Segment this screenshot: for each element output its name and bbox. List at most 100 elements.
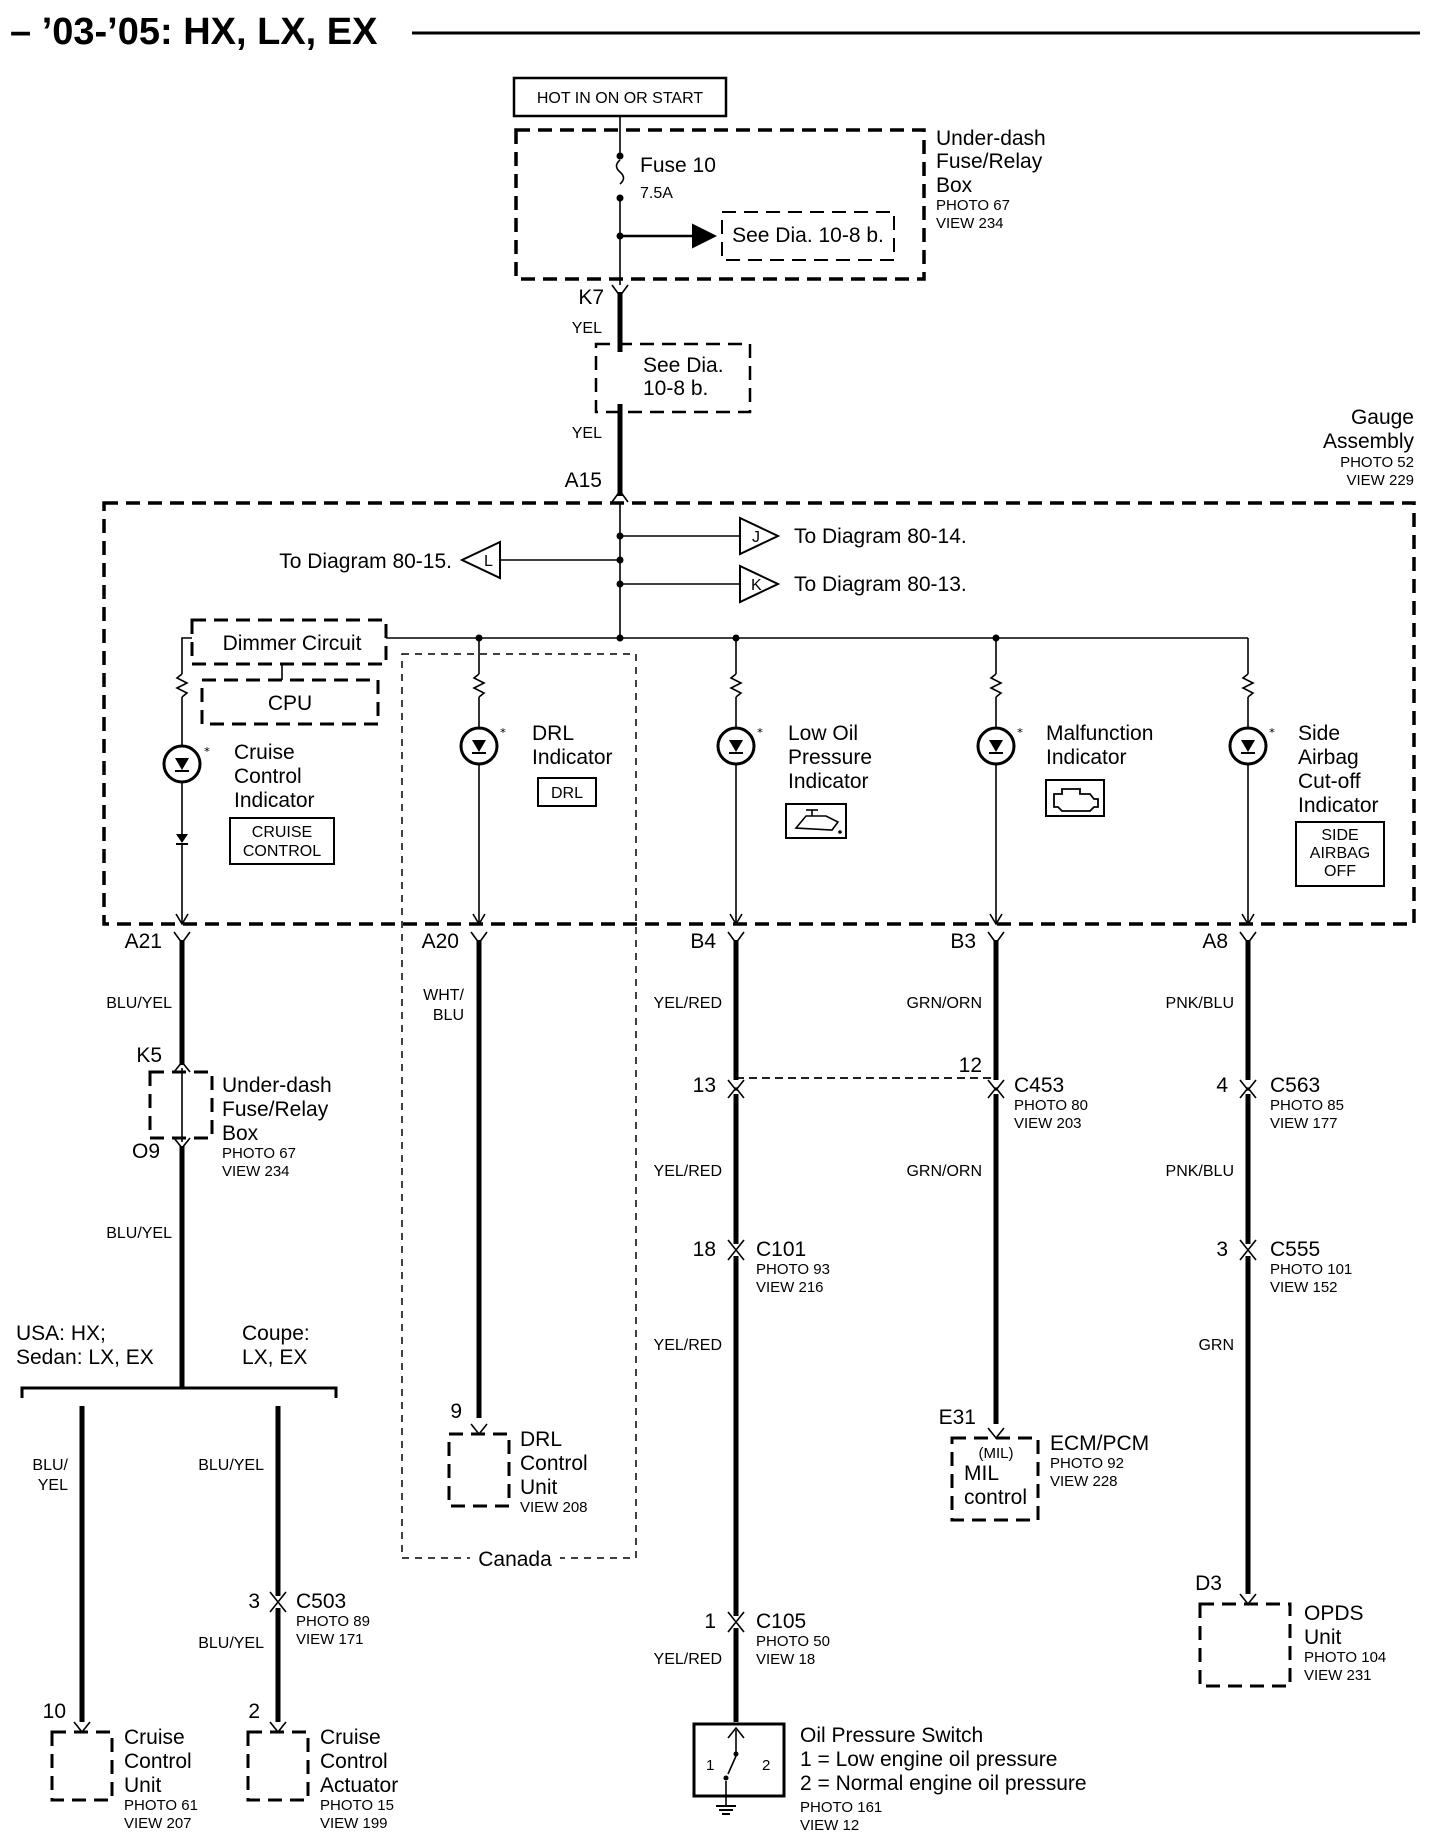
cca-name-1: Cruise [320,1726,381,1749]
svg-text:⁎: ⁎ [1269,722,1275,736]
c563-view: VIEW 177 [1270,1115,1338,1132]
c453-connector-oil [727,1079,745,1099]
oil-indicator-circuit: ⁎ [716,638,763,926]
c101-label: C101 [756,1238,806,1261]
yel-bottom: YEL [572,425,602,442]
c105-photo: PHOTO 50 [756,1633,830,1650]
c503-view: VIEW 171 [296,1631,364,1648]
svg-text:⁎: ⁎ [500,722,506,736]
pin-18: 18 [693,1238,716,1261]
drl-control-unit [447,1423,511,1508]
fuse-box-view: VIEW 234 [936,215,1004,232]
canada-region [401,653,637,1559]
opds-unit [1198,1593,1292,1688]
svg-text:⁎: ⁎ [757,722,763,736]
svg-text:⁎: ⁎ [204,741,210,755]
cruise-control-badge [229,817,335,865]
side-ind-2: Airbag [1298,746,1359,769]
c101-photo: PHOTO 93 [756,1261,830,1278]
svg-text:⁎: ⁎ [1017,722,1023,736]
wire-yel-red-3: YEL/RED [654,1337,722,1354]
drl-unit-2: Control [520,1452,588,1475]
ccu-name-1: Cruise [124,1726,185,1749]
drl-unit-1: DRL [520,1428,562,1451]
see-dia-fuse: See Dia. 10-8 b. [732,224,884,247]
c555-photo: PHOTO 101 [1270,1261,1352,1278]
wire-blu-yel-mid2: BLU/YEL [198,1635,264,1652]
pin-12: 12 [959,1054,982,1077]
wire-yel-red-4: YEL/RED [654,1651,722,1668]
pin-a20: A20 [422,930,459,953]
c563-connector [1239,1079,1257,1099]
wire-blu-yel-2: BLU/YEL [106,1225,172,1242]
engine-icon [1045,779,1105,817]
to-l-text: To Diagram 80-15. [279,550,452,573]
mil-indicator-circuit: ⁎ [976,638,1023,926]
wire-pnk-blu-1: PNK/BLU [1166,995,1234,1012]
udb2-name-3: Box [222,1122,259,1145]
see-dia-line-box [594,342,752,414]
ops-view: VIEW 12 [800,1817,859,1834]
ccu-name-2: Control [124,1750,192,1773]
cruise-control-unit [50,1721,114,1802]
cpu-label: CPU [268,692,312,715]
wire-yel-red-2: YEL/RED [654,1163,722,1180]
side-ind-3: Cut-off [1298,770,1361,793]
oil-ind-2: Pressure [788,746,872,769]
oil-pressure-switch [692,1722,786,1815]
opds-view: VIEW 231 [1304,1667,1372,1684]
ecm-name: ECM/PCM [1050,1432,1149,1455]
c503-connector [269,1591,287,1613]
c563-photo: PHOTO 85 [1270,1097,1344,1114]
to-k-text: To Diagram 80-13. [794,573,967,596]
canada-label: Canada [478,1548,552,1571]
c555-label: C555 [1270,1238,1320,1261]
wire-blu-yel-left-2: YEL [38,1477,68,1494]
cruise-control-actuator [246,1721,310,1802]
side-badge-3: OFF [1324,863,1356,880]
ecm-photo: PHOTO 92 [1050,1455,1124,1472]
svg-text:L: L [484,553,493,570]
pin-2: 2 [248,1700,260,1723]
fuse-10 [615,130,625,285]
ops-line-2: 2 = Normal engine oil pressure [800,1772,1087,1795]
c555-view: VIEW 152 [1270,1279,1338,1296]
page-title: – ’03-’05: HX, LX, EX [10,11,378,53]
drl-unit-view: VIEW 208 [520,1499,588,1516]
wire-wht-blu-1: WHT/ [423,987,464,1004]
drl-ind-2: Indicator [532,746,613,769]
wire-pnk-blu-2: PNK/BLU [1166,1163,1234,1180]
c503-label: C503 [296,1590,346,1613]
cruise-indicator-circuit: ⁎ [162,637,210,926]
c555-connector [1239,1239,1257,1261]
ccu-photo: PHOTO 61 [124,1797,198,1814]
fuse-box-photo: PHOTO 67 [936,197,1010,214]
side-ind-1: Side [1298,722,1340,745]
see-dia-line-2: 10-8 b. [643,377,708,400]
drl-ind-1: DRL [532,722,574,745]
udb2-view: VIEW 234 [222,1163,290,1180]
yel-top: YEL [572,320,602,337]
drl-indicator-circuit: ⁎ [459,638,506,926]
to-j-text: To Diagram 80-14. [794,525,967,548]
wire-blu-yel-left-1: BLU/ [32,1457,68,1474]
opds-photo: PHOTO 104 [1304,1649,1386,1666]
off-page-j: J [739,516,781,556]
cruise-badge-1: CRUISE [252,824,312,841]
opds-name-2: Unit [1304,1626,1342,1649]
c101-view: VIEW 216 [756,1279,824,1296]
branch-usa-2: Sedan: LX, EX [16,1346,154,1369]
pin-13: 13 [693,1074,716,1097]
hot-in-label-box: HOT IN ON OR START [512,76,728,118]
oil-can-icon [785,803,847,839]
ccu-name-3: Unit [124,1774,162,1797]
cca-view: VIEW 199 [320,1815,388,1832]
wire-yel-red-1: YEL/RED [654,995,722,1012]
wire-blu-yel-1: BLU/YEL [106,995,172,1012]
side-badge-1: SIDE [1321,827,1358,844]
option-branch-bar [20,1386,338,1398]
side-airbag-indicator-circuit: ⁎ [1228,638,1275,926]
fuse-relay-box [514,128,926,281]
gauge-name-1: Gauge [1351,406,1414,429]
